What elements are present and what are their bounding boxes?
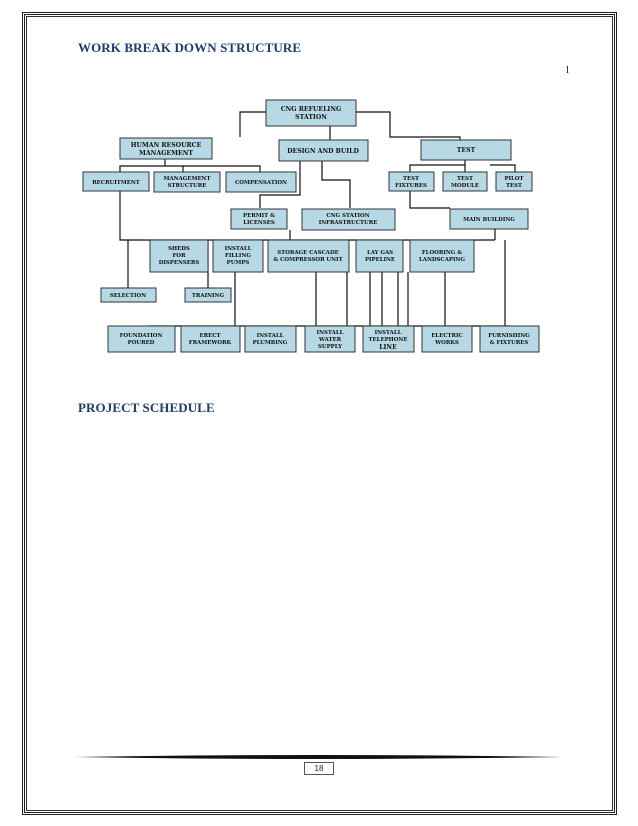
svg-text:STRUCTURE: STRUCTURE [168,183,207,189]
node-erect-framework: ERECT FRAMEWORK [180,325,241,353]
svg-text:LICENSES: LICENSES [243,220,275,226]
svg-text:ELECTRIC: ELECTRIC [431,333,463,339]
node-training: TRAINING [184,287,232,303]
node-foundation-poured: FOUNDATION POURED [107,325,176,353]
svg-text:INSTALL: INSTALL [317,330,344,336]
svg-text:& FIXTURES: & FIXTURES [490,340,529,346]
svg-text:CNG REFUELING: CNG REFUELING [281,106,342,113]
page-border-inner [26,16,613,811]
node-storage-cascade: STORAGE CASCADE & COMPRESSOR UNIT [267,239,350,273]
svg-text:FOR: FOR [172,253,186,259]
connector-test-fixtures [409,191,450,209]
svg-text:FRAMEWORK: FRAMEWORK [189,340,232,346]
svg-text:CNG STATION: CNG STATION [326,213,369,219]
svg-text:DESIGN AND BUILD: DESIGN AND BUILD [287,148,359,155]
svg-text:INSTALL: INSTALL [375,330,402,336]
svg-text:FOUNDATION: FOUNDATION [120,333,163,339]
svg-text:MODULE: MODULE [451,183,479,189]
svg-text:TEST: TEST [457,147,476,154]
svg-text:LINE: LINE [379,344,397,351]
svg-text:DISPENSERS: DISPENSERS [159,260,200,266]
svg-text:STATION: STATION [295,114,327,121]
node-furnishing-fixtures: FURNISHING & FIXTURES [479,325,540,353]
svg-text:TRAINING: TRAINING [192,293,225,299]
node-test-module: TEST MODULE [442,171,488,192]
wbs-heading: WORK BREAK DOWN STRUCTURE [78,40,302,55]
svg-text:TEST: TEST [403,176,419,182]
footer-divider [75,755,563,759]
svg-text:WATER: WATER [318,337,342,343]
node-flooring-landscaping: FLOORING & LANDSCAPING [409,239,475,273]
svg-text:INSTALL: INSTALL [257,333,284,339]
node-sheds-dispensers: SHEDS FOR DISPENSERS [149,239,209,273]
svg-text:HUMAN RESOURCE: HUMAN RESOURCE [131,142,202,149]
margin-mark: l [566,64,570,76]
node-filling-pumps: INSTALL FILLING PUMPS [212,239,264,273]
svg-text:FILLING: FILLING [225,253,251,259]
page-border-outer [22,12,617,815]
node-install-water-supply: INSTALL WATER SUPPLY [304,325,356,353]
page-number-footer: 18 [0,762,638,775]
svg-text:POURED: POURED [128,340,155,346]
svg-text:SUPPLY: SUPPLY [318,344,342,350]
svg-text:FIXTURES: FIXTURES [395,183,427,189]
node-main-building: MAIN BUILDING [449,208,529,230]
page-number: 18 [303,762,335,775]
svg-text:PLUMBING: PLUMBING [253,340,288,346]
svg-text:MANAGEMENT: MANAGEMENT [139,150,193,157]
svg-text:STORAGE CASCADE: STORAGE CASCADE [277,250,338,256]
node-compensation: COMPENSATION [225,171,297,193]
svg-text:MANAGEMENT: MANAGEMENT [164,176,211,182]
svg-text:SHEDS: SHEDS [168,246,190,252]
svg-text:WORKS: WORKS [434,340,459,346]
svg-text:ERECT: ERECT [200,333,221,339]
svg-text:PERMIT &: PERMIT & [243,213,275,219]
svg-text:TEST: TEST [506,183,522,189]
connector-hr [119,159,261,172]
node-hr-management: HUMAN RESOURCE MANAGEMENT [119,137,213,160]
node-design-build: DESIGN AND BUILD [278,139,369,162]
svg-text:INSTALL: INSTALL [225,246,252,252]
svg-text:TELEPHONE: TELEPHONE [369,337,408,343]
node-electric-works: ELECTRIC WORKS [421,325,473,353]
svg-text:LAY GAS: LAY GAS [367,250,393,256]
svg-text:PUMPS: PUMPS [227,260,250,266]
svg-text:TEST: TEST [457,176,473,182]
svg-text:MAIN BUILDING: MAIN BUILDING [463,217,515,223]
svg-text:& COMPRESSOR UNIT: & COMPRESSOR UNIT [273,257,342,263]
node-selection: SELECTION [100,287,157,303]
connector-test [409,160,516,172]
node-root: CNG REFUELING STATION [265,99,357,127]
svg-text:FURNISHING: FURNISHING [488,333,530,339]
svg-text:LANDSCAPING: LANDSCAPING [419,257,465,263]
node-permit-licenses: PERMIT & LICENSES [230,208,288,230]
svg-text:SELECTION: SELECTION [110,293,146,299]
connector-verticals [234,240,506,326]
node-install-plumbing: INSTALL PLUMBING [244,325,297,353]
svg-text:PILOT: PILOT [504,176,523,182]
svg-text:PIPELINE: PIPELINE [365,257,395,263]
node-lay-gas-pipeline: LAY GAS PIPELINE [355,239,404,273]
node-pilot-test: PILOT TEST [495,171,533,192]
node-install-telephone-line: INSTALL TELEPHONE LINE [362,325,415,353]
schedule-heading: PROJECT SCHEDULE [78,400,215,415]
connector-design [259,161,351,208]
node-management-structure: MANAGEMENT STRUCTURE [153,171,221,193]
node-test: TEST [420,139,512,161]
svg-text:INFRASTRUCTURE: INFRASTRUCTURE [319,220,378,226]
node-cng-infrastructure: CNG STATION INFRASTRUCTURE [301,208,396,231]
svg-text:COMPENSATION: COMPENSATION [235,180,287,186]
node-recruitment: RECRUITMENT [82,171,150,192]
svg-text:RECRUITMENT: RECRUITMENT [92,180,140,186]
node-test-fixtures: TEST FIXTURES [388,171,435,192]
svg-text:FLOORING &: FLOORING & [422,250,462,256]
